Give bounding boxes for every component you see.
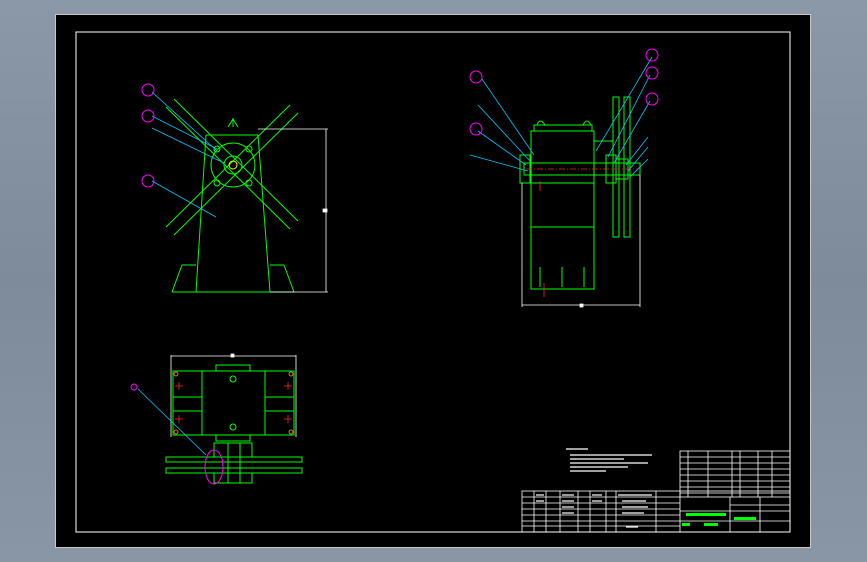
side-view-dimensions xyxy=(521,175,641,308)
front-view-body xyxy=(171,118,295,293)
drawing-sheet xyxy=(55,14,811,548)
balloon-2 xyxy=(141,109,155,123)
front-view-balloons xyxy=(141,83,155,188)
title-block-highlights xyxy=(682,513,756,526)
front-view-leaders xyxy=(151,91,225,218)
balloon-5 xyxy=(469,122,483,136)
balloon-4 xyxy=(469,70,483,84)
title-block-marks xyxy=(536,494,652,528)
inner-frame xyxy=(75,31,791,533)
top-view-holes xyxy=(175,382,292,423)
top-view-dimensions xyxy=(170,353,297,437)
title-block xyxy=(521,490,791,533)
front-view-dimensions xyxy=(258,128,328,293)
technical-notes xyxy=(566,448,652,472)
top-view xyxy=(130,353,303,485)
balloon-8 xyxy=(645,92,659,106)
top-view-corner-marks xyxy=(173,371,294,435)
balloon-3 xyxy=(141,174,155,188)
front-view-arms xyxy=(165,98,299,236)
side-view-balloons xyxy=(469,48,659,136)
balloon-7 xyxy=(645,66,659,80)
balloon-6 xyxy=(645,48,659,62)
balloon-1 xyxy=(141,83,155,97)
front-view xyxy=(141,83,328,293)
side-view xyxy=(469,48,659,308)
top-view-detail xyxy=(130,383,224,485)
top-view-body xyxy=(165,364,303,484)
parts-list xyxy=(679,450,791,498)
side-view-centerlines xyxy=(526,168,638,297)
side-view-leaders xyxy=(469,56,653,178)
cad-drawing xyxy=(75,31,791,533)
balloon-9 xyxy=(130,383,138,391)
side-view-body xyxy=(519,96,641,290)
